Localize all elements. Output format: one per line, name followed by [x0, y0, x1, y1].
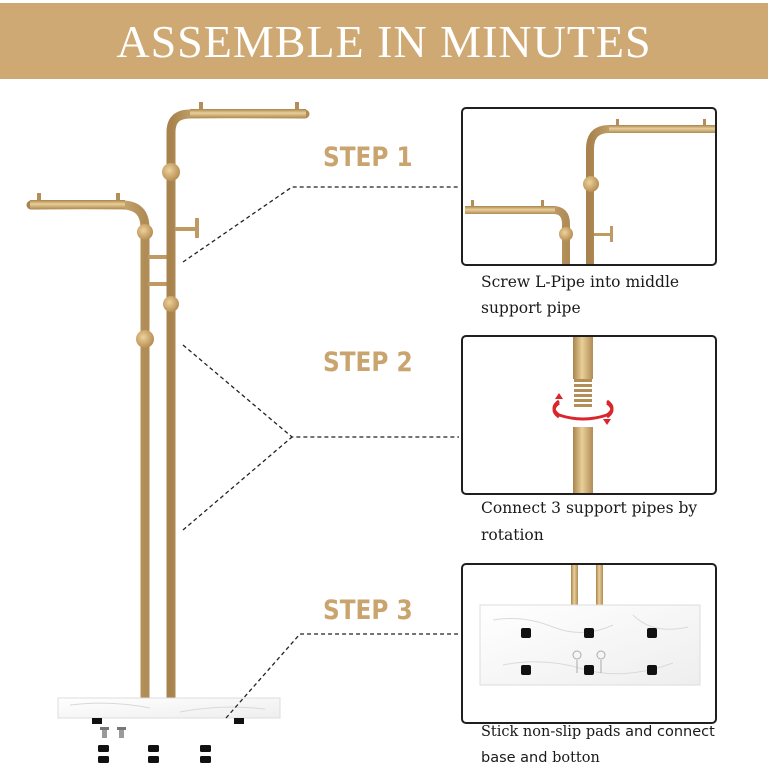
step-1-caption: Screw L-Pipe into middle support pipe [481, 269, 761, 321]
step-3-panel [461, 563, 717, 724]
step-3-caption-line-2: base and botton [481, 745, 761, 771]
step-2-illustration [552, 337, 614, 493]
step-3-label: STEP 3 [323, 595, 413, 626]
step-2-panel [461, 335, 717, 495]
pads-and-screws [98, 727, 211, 763]
step-1-label: STEP 1 [323, 142, 413, 173]
step-3-caption-line-2b: botton [552, 750, 600, 766]
step-1-panel [461, 107, 717, 266]
rotate-arrow-icon [552, 399, 614, 421]
step-2-caption-line-1: Connect 3 support pipes by [481, 499, 698, 517]
step-3-illustration [479, 565, 701, 686]
step-3-caption-line-1a: Stick non-slip pads [481, 724, 626, 740]
step-2-label: STEP 2 [323, 347, 413, 378]
step-3-caption-line-1b: and connect [625, 724, 715, 740]
step-3-caption: Stick non-slip pads and connect base and… [481, 719, 761, 771]
marble-base [57, 697, 281, 724]
pad-dots [521, 628, 657, 675]
step-1-caption-line-1: Screw L-Pipe into middle [481, 273, 680, 291]
leader-lines [182, 186, 459, 719]
step-2-caption-line-2: rotation [481, 526, 544, 544]
right-rack [162, 102, 310, 705]
left-rack [26, 193, 172, 705]
step-1-illustration [465, 119, 715, 264]
step-1-caption-line-2: support pipe [481, 299, 581, 317]
step-3-caption-line-1: Stick non-slip pads and connect [481, 719, 761, 745]
step-3-caption-line-2a: base and [481, 750, 553, 766]
banner-title: ASSEMBLE IN MINUTES [116, 15, 652, 67]
header-banner: ASSEMBLE IN MINUTES [0, 3, 768, 79]
thread [574, 379, 592, 407]
step-2-caption: Connect 3 support pipes by rotation [481, 495, 761, 548]
